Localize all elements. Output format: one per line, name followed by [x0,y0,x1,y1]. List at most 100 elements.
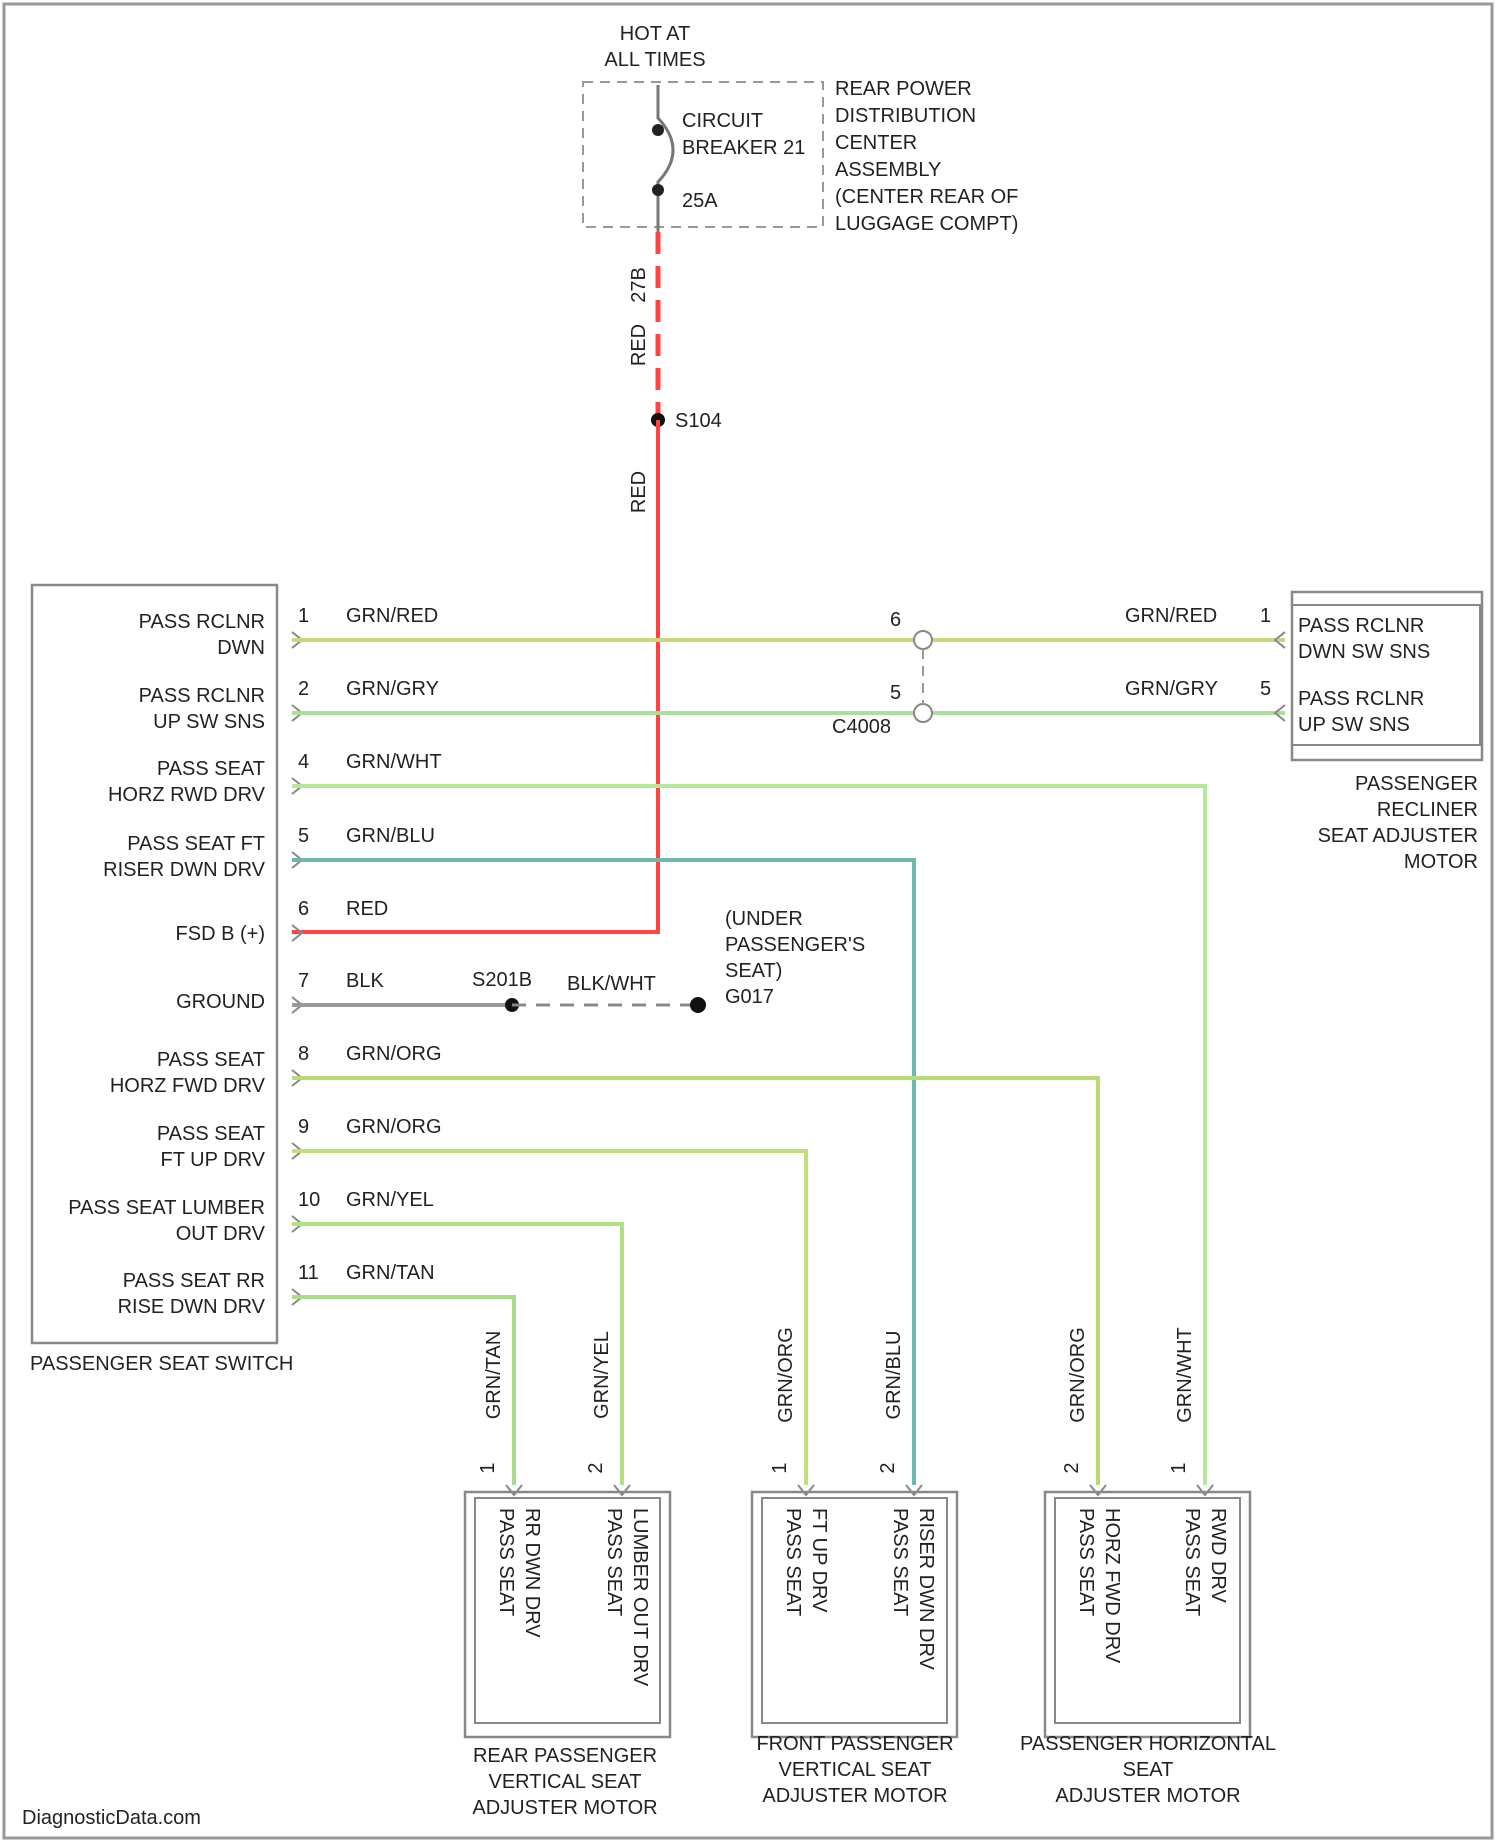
switch-pin2-wire-color: GRN/GRY [346,678,439,700]
rear-motor-pin1-label-line1: PASS SEAT [495,1508,517,1616]
inline-connector-pin-bottom [914,704,932,722]
switch-pin9-label-line1: PASS SEAT [157,1123,265,1145]
red-wire-color-bottom: RED [628,471,650,513]
watermark: DiagnosticData.com [22,1807,201,1829]
front-motor-pin2-wire-color: GRN/BLU [883,1331,905,1420]
recliner-connector-pins [1275,632,1285,721]
front-motor-pin2-number: 2 [877,1462,899,1473]
rear-motor-name-line2: VERTICAL SEAT [488,1771,641,1793]
recliner-pin1-label-line2: DWN SW SNS [1298,641,1430,663]
rear-motor-pin2-label-line1: PASS SEAT [603,1508,625,1616]
switch-pin4-number: 4 [298,751,309,773]
switch-pin11-number: 11 [298,1262,319,1284]
switch-pin8-number: 8 [298,1043,309,1065]
recliner-name-line2: RECLINER [1377,799,1478,821]
rear-motor-pin1-number: 1 [477,1462,499,1473]
recliner-name-line3: SEAT ADJUSTER [1318,825,1478,847]
front-motor-pin2-label-line2: RISER DWN DRV [915,1508,937,1671]
front-motor-name-line2: VERTICAL SEAT [778,1759,931,1781]
ground-id: G017 [725,986,774,1008]
switch-pin4-label-line2: HORZ RWD DRV [108,784,266,806]
recliner-pin1-number: 1 [1260,605,1271,627]
switch-pin11-wire-color: GRN/TAN [346,1262,435,1284]
switch-pin6-label: FSD B (+) [176,923,265,945]
switch-pin10-label-line1: PASS SEAT LUMBER [68,1197,265,1219]
switch-pin8-wire-color: GRN/ORG [346,1043,442,1065]
fuse-pin-label: 27B [628,267,650,303]
circuit-breaker-name-line1: CIRCUIT [682,110,763,132]
front-motor-pin1-wire-color: GRN/ORG [775,1327,797,1423]
front-motor-pin1-label-line2: FT UP DRV [808,1508,830,1613]
switch-pin5-wire-color: GRN/BLU [346,825,435,847]
switch-pin9-label-line2: FT UP DRV [161,1149,266,1171]
pdc-location-line2: DISTRIBUTION [835,105,976,127]
switch-pin4-wire-color: GRN/WHT [346,751,442,773]
switch-pin2-label-line2: UP SW SNS [153,711,265,733]
horizontal-motor-pin2-label-line2: HORZ FWD DRV [1101,1508,1123,1664]
horizontal-motor-pin1-number: 1 [1168,1462,1190,1473]
circuit-breaker-symbol [658,85,673,232]
rear-motor-name-line1: REAR PASSENGER [473,1745,657,1767]
horizontal-motor-name-line2: SEAT [1123,1759,1174,1781]
hot-label-line2: ALL TIMES [604,49,705,71]
horizontal-motor-pin1-wire-color: GRN/WHT [1174,1327,1196,1423]
switch-pin4-label-line1: PASS SEAT [157,758,265,780]
rear-motor-name-line3: ADJUSTER MOTOR [472,1797,657,1819]
pdc-location-line1: REAR POWER [835,78,972,100]
switch-pin1-wire-color: GRN/RED [346,605,438,627]
circuit-breaker-contact-bottom [652,184,664,196]
wire-grn-tan-rear-motor [292,1297,514,1485]
front-motor-name-line1: FRONT PASSENGER [756,1733,953,1755]
red-wire-solid [292,420,658,932]
motor-connector-pins [506,1485,1213,1495]
rear-motor-pin1-wire-color: GRN/TAN [483,1331,505,1420]
horizontal-motor-name-line3: ADJUSTER MOTOR [1055,1785,1240,1807]
recliner-pin5-wire-color: GRN/GRY [1125,678,1218,700]
recliner-pin5-label-line1: PASS RCLNR [1298,688,1424,710]
recliner-pin5-label-line2: UP SW SNS [1298,714,1410,736]
circuit-breaker-name-line2: BREAKER 21 [682,137,805,159]
horizontal-motor-pin2-label-line1: PASS SEAT [1075,1508,1097,1616]
hot-label-line1: HOT AT [620,23,690,45]
red-wire-color-top: RED [628,324,650,366]
rear-motor-pin2-number: 2 [585,1462,607,1473]
horizontal-motor-name-line1: PASSENGER HORIZONTAL [1020,1733,1276,1755]
switch-pin5-label-line1: PASS SEAT FT [127,833,265,855]
passenger-seat-switch-name: PASSENGER SEAT SWITCH [30,1353,293,1375]
switch-pin1-label-line2: DWN [217,637,265,659]
recliner-name-line4: MOTOR [1404,851,1478,873]
switch-pin10-wire-color: GRN/YEL [346,1189,434,1211]
switch-pin10-label-line2: OUT DRV [176,1223,266,1245]
ground-location-line1: (UNDER [725,908,803,930]
front-motor-pin2-label-line1: PASS SEAT [889,1508,911,1616]
recliner-pin5-number: 5 [1260,678,1271,700]
switch-pin7-number: 7 [298,970,309,992]
rear-motor-pin2-label-line2: LUMBER OUT DRV [629,1508,651,1687]
ground-splice-label: S201B [472,969,532,991]
splice-s104-label: S104 [675,410,722,432]
front-motor-pin1-label-line1: PASS SEAT [782,1508,804,1616]
recliner-pin1-label-line1: PASS RCLNR [1298,615,1424,637]
pdc-location-line6: LUGGAGE COMPT) [835,213,1018,235]
wire-grn-yel-rear-motor [292,1224,622,1485]
switch-pin11-label-line1: PASS SEAT RR [123,1270,265,1292]
switch-pin8-label-line1: PASS SEAT [157,1049,265,1071]
switch-pin5-number: 5 [298,825,309,847]
ground-wire-color-right: BLK/WHT [567,973,656,995]
switch-pin5-label-line2: RISER DWN DRV [103,859,266,881]
switch-pin2-label-line1: PASS RCLNR [139,685,265,707]
horizontal-motor-pin2-wire-color: GRN/ORG [1067,1327,1089,1423]
inline-connector-pin-top-number: 6 [890,609,901,631]
switch-pin6-number: 6 [298,898,309,920]
inline-connector-pin-bottom-number: 5 [890,682,901,704]
ground-g017-icon [690,997,706,1013]
switch-pin8-label-line2: HORZ FWD DRV [110,1075,266,1097]
switch-pin6-wire-color: RED [346,898,388,920]
horizontal-motor-pin1-label-line2: RWD DRV [1207,1508,1229,1603]
switch-pin10-number: 10 [298,1189,320,1211]
circuit-breaker-rating: 25A [682,190,718,212]
front-motor-name-line3: ADJUSTER MOTOR [762,1785,947,1807]
switch-pin7-label: GROUND [176,991,265,1013]
switch-pin1-label-line1: PASS RCLNR [139,611,265,633]
